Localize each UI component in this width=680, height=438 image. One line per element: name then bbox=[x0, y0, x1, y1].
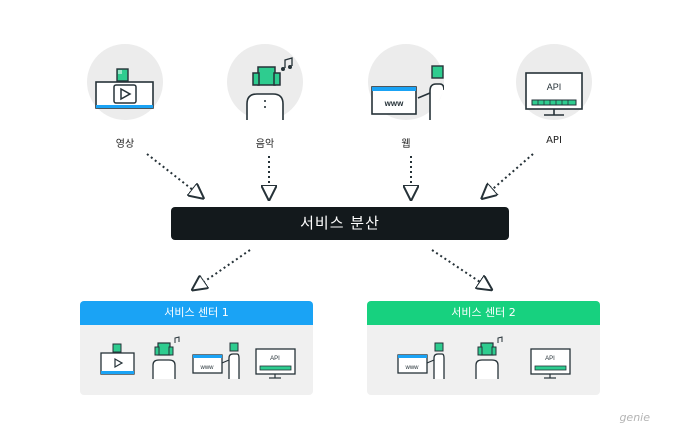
video-label: 영상 bbox=[115, 139, 135, 150]
mini-music-person-icon bbox=[475, 336, 503, 379]
web-source-circle: www bbox=[368, 44, 445, 120]
music-person-icon bbox=[246, 57, 293, 120]
music-label: 음악 bbox=[255, 139, 275, 150]
arrow-hub-to-center2 bbox=[431, 249, 486, 286]
mini-api-text: API bbox=[270, 356, 280, 362]
mini-api-icon: API bbox=[530, 348, 571, 379]
web-icon-text: www bbox=[384, 99, 404, 108]
video-icon bbox=[95, 68, 154, 109]
arrow-hub-to-center1 bbox=[198, 249, 251, 286]
arrow-video-to-hub bbox=[146, 153, 198, 194]
service-center-2-icons: www API bbox=[397, 336, 571, 379]
mini-video-icon bbox=[100, 343, 135, 375]
mini-web-text: www bbox=[405, 365, 420, 371]
api-source-circle: API bbox=[516, 44, 592, 120]
web-label: 웹 bbox=[401, 139, 411, 150]
mini-web-icon: www bbox=[397, 342, 445, 379]
video-source-circle bbox=[87, 44, 163, 120]
mini-api-icon: API bbox=[255, 348, 296, 379]
service-center-1-header: 서비스 센터 1 bbox=[80, 301, 313, 325]
service-center-2: 서비스 센터 2 www API bbox=[367, 301, 600, 395]
api-icon: API bbox=[525, 72, 583, 116]
mini-web-text: www bbox=[200, 365, 215, 371]
api-icon-text: API bbox=[547, 82, 562, 92]
mini-music-person-icon bbox=[152, 336, 180, 379]
mini-web-icon: www bbox=[192, 342, 240, 379]
arrow-api-to-hub bbox=[487, 153, 534, 194]
mini-api-text: API bbox=[545, 356, 555, 362]
service-distribution-banner: 서비스 분산 bbox=[171, 207, 509, 240]
service-center-2-header: 서비스 센터 2 bbox=[367, 301, 600, 325]
api-label: API bbox=[546, 135, 562, 146]
service-center-1-icons: www API bbox=[100, 336, 296, 379]
music-source-circle bbox=[227, 44, 303, 120]
genie-watermark: genie bbox=[619, 411, 650, 424]
web-icon: www bbox=[371, 65, 445, 120]
service-center-1: 서비스 센터 1 www API bbox=[80, 301, 313, 395]
